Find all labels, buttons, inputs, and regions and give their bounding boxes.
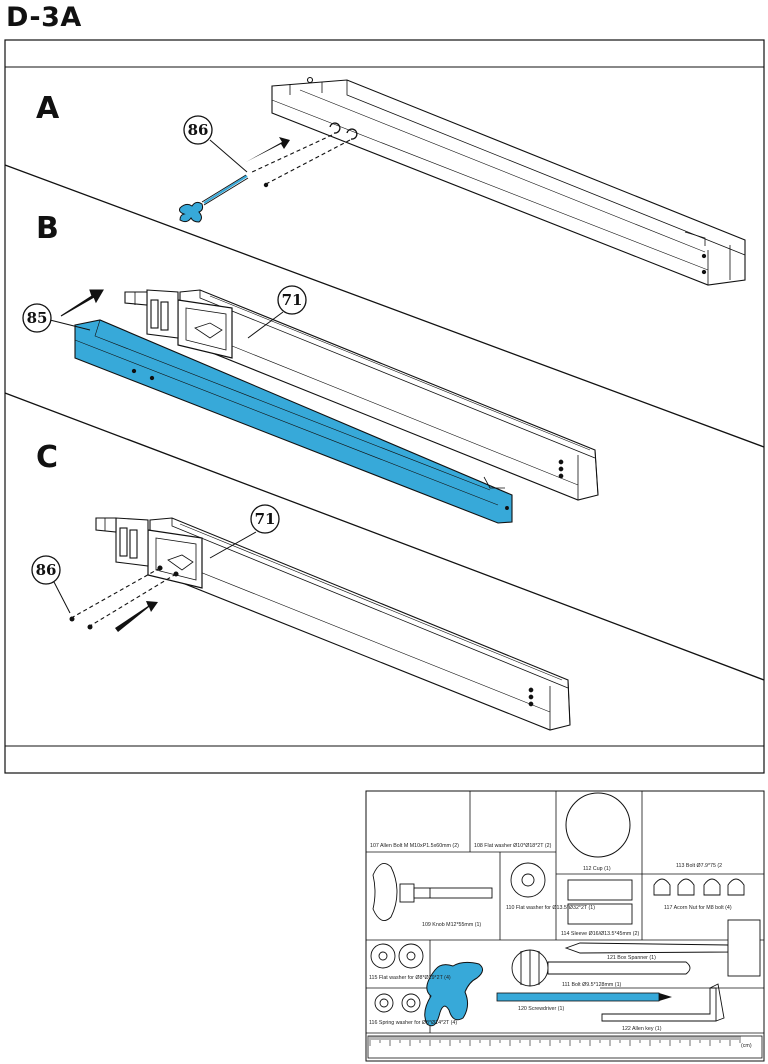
label-117-acorn-nut: 117 Acorn Nut for M8 bolt (4) [664,905,732,911]
measuring-ruler [367,1035,763,1059]
label-111-bolt: 111 Bolt Ø9.5*128mm (1) [562,982,622,988]
label-120-screwdriver: 120 Screwdriver (1) [518,1006,564,1012]
step-c-bolts [69,601,158,632]
instruction-frame [4,39,765,774]
svg-text:86: 86 [36,561,57,579]
ruler-unit-label: (cm) [741,1043,752,1049]
step-c-label: C [36,440,58,475]
label-115-flat-washer: 115 Flat washer for Ø8*Ø19*2T (4) [369,975,451,981]
step-c-callout-86: 86 [31,555,71,614]
step-b-label: B [36,211,59,246]
step-c-rail [72,517,571,731]
sleeve-114-icon [567,879,633,925]
label-121-box-spanner: 121 Box Spanner (1) [607,955,656,961]
cup-112-icon [565,792,631,858]
bolt-111-icon [511,949,691,987]
label-114-sleeve: 114 Sleeve Ø16/Ø13.5*45mm (2) [561,931,639,937]
knob-109-icon [372,862,493,922]
spring-washer-116-icon [374,993,421,1013]
label-112-cup: 112 Cup (1) [583,866,611,872]
svg-text:85: 85 [27,309,48,327]
label-108-flat-washer: 108 Flat washer Ø10*Ø18*2T (2) [474,843,552,849]
step-a-callout-86: 86 [183,115,248,173]
screwdriver-120-icon [424,961,672,1027]
flat-washer-115-icon [370,943,424,969]
page-title: D-3A [6,2,82,33]
step-b-callout-71: 71 [247,285,307,339]
label-122-allen-key: 122 Allen key (1) [622,1026,662,1032]
svg-text:86: 86 [188,121,209,139]
step-divider-ab [4,164,765,448]
step-divider-bc [4,392,765,681]
flat-washer-110-icon [510,862,546,898]
step-a-rail [249,76,746,286]
step-a-label: A [36,91,60,126]
step-b-rail [124,289,599,501]
label-109-knob: 109 Knob M12*55mm (1) [422,922,481,928]
label-116-spring-washer: 116 Spring washer for Ø8*Ø14*2T (4) [369,1020,457,1026]
svg-text:71: 71 [255,510,276,528]
step-b-callout-85: 85 [22,303,91,333]
box-spanner-121-icon [564,919,761,977]
label-113-bolt: 113 Bolt Ø7.9*75 (2 [676,863,722,869]
acorn-nut-117-icon [653,878,745,896]
step-c-callout-71: 71 [209,504,280,559]
allen-key-122-icon [601,983,725,1022]
svg-text:71: 71 [282,291,303,309]
step-a-allen-key [179,137,290,223]
label-110-flat-washer: 110 Flat washer for Ø13.5*Ø32*2T (1) [506,905,595,911]
label-107-allen-bolt: 107 Allen Bolt M M10xP1.5x60mm (2) [370,843,459,849]
step-b-cover-panel [60,289,513,524]
